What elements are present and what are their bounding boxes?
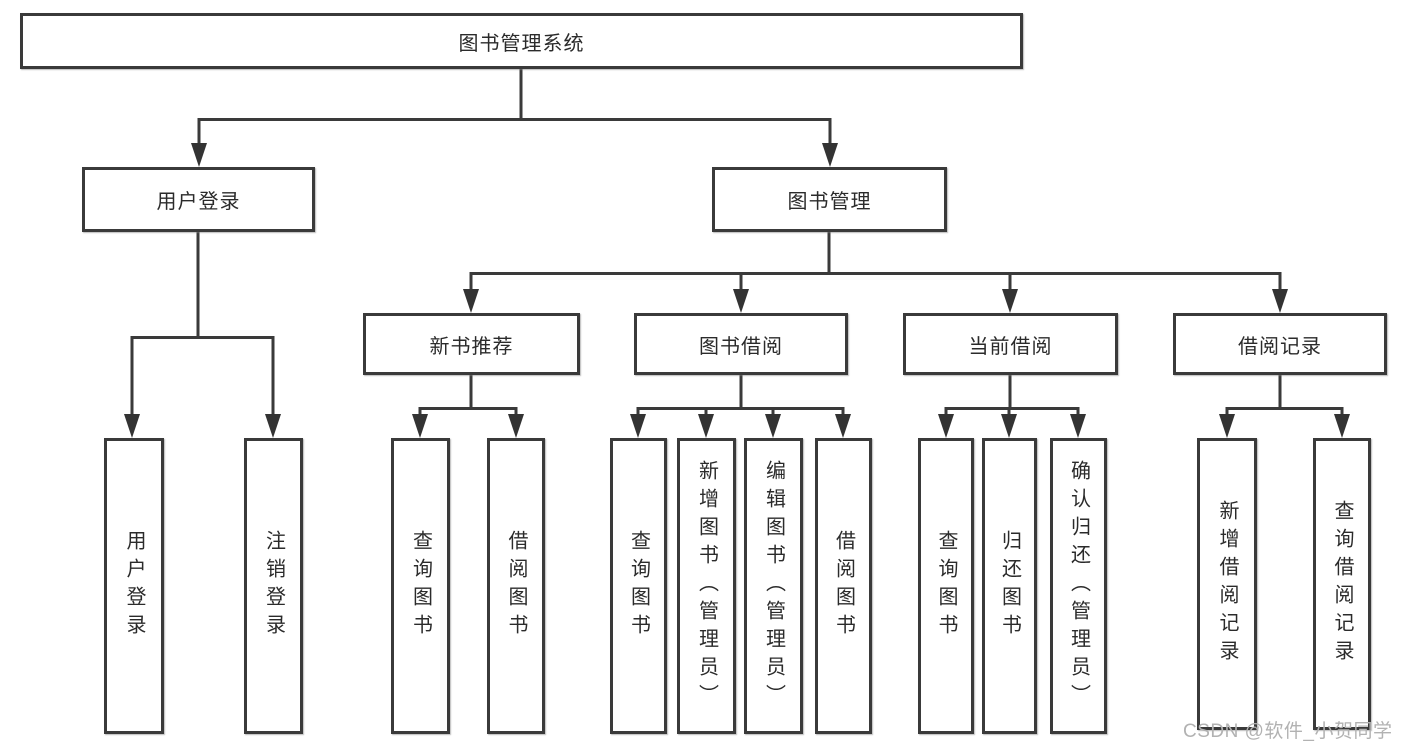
node-user-login: 用户登录 [82,167,315,232]
node-label: 注销登录 [262,530,285,642]
node-label: 用户登录 [123,530,145,642]
leaf-edit-book-admin: 编辑图书（管理员） [744,438,803,734]
node-label: 图书管理系统 [458,32,585,55]
node-new-book-recommendation: 新书推荐 [363,313,580,375]
node-label: 新增图书（管理员） [695,460,718,712]
leaf-logout: 注销登录 [244,438,303,734]
connector-current-borrowing-to-leaves [938,375,1086,438]
node-label: 借阅记录 [1238,335,1322,358]
node-label: 借阅图书 [832,530,855,642]
leaf-add-borrow-record: 新增借阅记录 [1197,438,1257,730]
leaf-confirm-return-admin: 确认归还（管理员） [1050,438,1107,734]
leaf-query-books-recommendation: 查询图书 [391,438,450,734]
leaf-return-book: 归还图书 [982,438,1037,734]
node-book-management: 图书管理 [712,167,947,232]
leaf-query-books-borrowing: 查询图书 [610,438,667,734]
node-borrowing-records: 借阅记录 [1173,313,1387,375]
connector-book-management-to-level3 [463,232,1288,313]
node-label: 确认归还（管理员） [1067,460,1090,712]
node-label: 新书推荐 [429,335,514,358]
leaf-user-login: 用户登录 [104,438,164,734]
node-label: 归还图书 [998,530,1021,642]
node-label: 查询借阅记录 [1331,500,1353,668]
node-label: 图书借阅 [699,335,783,358]
node-label: 新增借阅记录 [1216,500,1238,668]
node-label: 查询图书 [935,530,957,642]
node-library-management-system: 图书管理系统 [20,13,1023,69]
node-label: 图书管理 [787,191,872,213]
node-label: 当前借阅 [968,335,1053,358]
connector-root-to-level2 [191,69,838,167]
node-label: 用户登录 [156,191,241,213]
node-label: 查询图书 [409,530,432,642]
connector-book-borrowing-to-leaves [630,375,851,438]
node-book-borrowing: 图书借阅 [634,313,848,375]
leaf-query-books-current: 查询图书 [918,438,974,734]
connector-user-login-to-leaves [124,232,281,438]
leaf-query-borrow-record: 查询借阅记录 [1313,438,1371,730]
leaf-add-book-admin: 新增图书（管理员） [677,438,736,734]
leaf-borrow-books: 借阅图书 [815,438,872,734]
leaf-borrow-books-recommendation: 借阅图书 [487,438,545,734]
connector-new-book-recommendation-to-leaves [412,375,524,438]
node-label: 查询图书 [627,530,650,642]
watermark: CSDN @软件_小贺同学 [1183,721,1393,742]
node-current-borrowing: 当前借阅 [903,313,1118,375]
node-label: 编辑图书（管理员） [762,460,785,712]
connector-borrowing-records-to-leaves [1219,375,1350,438]
node-label: 借阅图书 [505,530,527,642]
